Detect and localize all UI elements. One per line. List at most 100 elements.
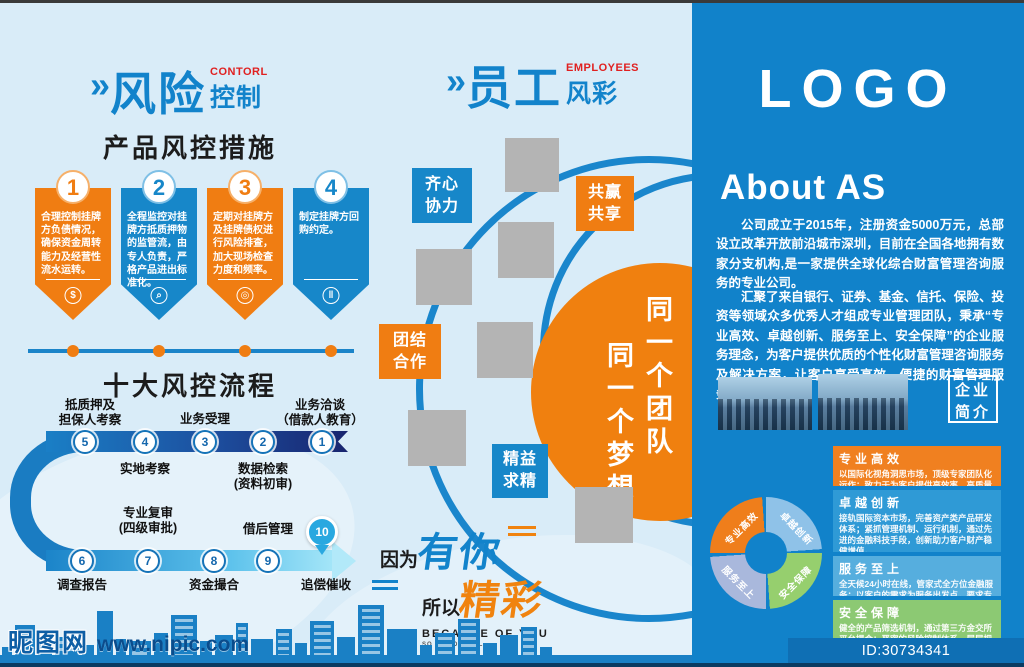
timeline-dot bbox=[325, 345, 337, 357]
flow-arrowhead-icon bbox=[332, 541, 356, 581]
flow-label-5: 抵质押及 担保人考察 bbox=[58, 398, 122, 427]
measure-text: 合理控制挂牌方负债情况，确保资金周转能力及经营性流水运转。 bbox=[41, 212, 101, 276]
feature-security: 安全保障 健全的产品筛选机制，通过第三方金交所平台撮合；严密的风险控制体系，层层… bbox=[833, 600, 1001, 640]
company-profile-badge: 企业 简介 bbox=[948, 375, 998, 423]
about-paragraph-1: 公司成立于2015年，注册资金5000万元，总部设立改革开放前沿城市深圳，目前在… bbox=[716, 218, 1004, 291]
magnifier-icon: ⌕ bbox=[150, 287, 168, 304]
flow-label-9: 借后管理 bbox=[242, 522, 293, 536]
flow-label-1: 业务洽谈 （借款人教育） bbox=[276, 398, 364, 427]
employee-panel: » 员工 EMPLOYEES 风彩 同一个团队 同一个梦想 齐心 协力 共赢 共… bbox=[370, 0, 692, 667]
flow-label-4: 实地考察 bbox=[119, 462, 170, 476]
feature-title: 卓越创新 bbox=[839, 496, 904, 510]
feature-professional: 专业高效 以国际化视角洞思市场，顶级专家团队化运作；致力于为客户提供高效率、高质… bbox=[833, 446, 1001, 486]
tag-teamwork: 团结 合作 bbox=[379, 324, 441, 379]
about-panel: LOGO About AS 公司成立于2015年，注册资金5000万元，总部设立… bbox=[692, 0, 1024, 667]
flow-label-6: 调查报告 bbox=[56, 578, 107, 592]
measure-card-3: 定期对挂牌方及挂牌债权进行风险排查，加大现场检查力度和频率。 ◎ bbox=[207, 188, 283, 320]
pinwheel-center bbox=[744, 531, 788, 575]
employee-title: 员工 bbox=[466, 62, 563, 114]
timeline-line bbox=[28, 349, 354, 353]
double-chevron-icon: » bbox=[90, 64, 110, 105]
city-photo bbox=[718, 377, 812, 430]
risk-title: 风险 bbox=[110, 68, 207, 120]
employee-photo-placeholder bbox=[477, 322, 533, 378]
frame-line bbox=[0, 0, 1024, 3]
feature-text: 全天候24小时在线，管家式全方位金融服务；以客户的需求为服务出发点，要求专业、细… bbox=[839, 579, 993, 596]
dollar-icon: $ bbox=[64, 287, 82, 304]
team-dream-slogan: 同一个团队 同一个梦想 bbox=[599, 295, 677, 506]
timeline-dot bbox=[239, 345, 251, 357]
flow-label-8: 资金撮合 bbox=[188, 578, 239, 592]
feature-text: 健全的产品筛选机制，通过第三方金交所平台撮合；严密的风险控制体系，层层把控确保客… bbox=[839, 623, 993, 640]
skyline-base bbox=[0, 655, 692, 663]
watermark-site-name: 昵图网 bbox=[8, 629, 90, 657]
slogan-line-1: 同一个团队 bbox=[642, 295, 672, 460]
flow-label-10: 追偿催收 bbox=[300, 578, 351, 592]
divider bbox=[304, 279, 358, 280]
employee-title-en: EMPLOYEES bbox=[566, 62, 639, 74]
divider bbox=[132, 279, 186, 280]
flow-label-3: 业务受理 bbox=[179, 412, 230, 426]
city-photo bbox=[818, 374, 908, 430]
employee-title-stack: EMPLOYEES 风彩 bbox=[566, 62, 639, 110]
values-pinwheel-diagram: 专业高效 卓越创新 服务至上 安全保障 bbox=[710, 497, 822, 609]
about-title: About AS bbox=[720, 168, 887, 207]
feature-text: 接轨国际资本市场，完善资产类产品研发体系；紧抓管理机制、运行机制，通过先进的金融… bbox=[839, 513, 993, 552]
measure-number-2: 2 bbox=[142, 170, 176, 204]
employee-title-sub: 风彩 bbox=[566, 80, 619, 108]
watermark: 昵图网 www.nipic.com bbox=[8, 623, 249, 659]
slogan-line-2: 同一个梦想 bbox=[603, 341, 633, 506]
flow-step-3: 3 bbox=[193, 430, 217, 454]
pause-icon: ‖ bbox=[322, 287, 340, 304]
tag-win-win: 共赢 共享 bbox=[576, 176, 634, 231]
flow-label-7: 专业复审 (四级审批) bbox=[118, 506, 178, 535]
company-logo: LOGO bbox=[758, 59, 958, 119]
measure-card-4: 制定挂牌方回购约定。 ‖ bbox=[293, 188, 369, 320]
flow-step-6: 6 bbox=[70, 549, 94, 573]
target-icon: ◎ bbox=[236, 287, 254, 304]
risk-title-stack: CONTORL 控制 bbox=[210, 66, 268, 114]
measure-text: 定期对挂牌方及挂牌债权进行风险排查，加大现场检查力度和频率。 bbox=[213, 212, 273, 276]
risk-control-header: » 风险 CONTORL 控制 bbox=[90, 58, 268, 124]
measure-number-1: 1 bbox=[56, 170, 90, 204]
slogan-so: 所以 bbox=[422, 598, 461, 619]
flow-step-4: 4 bbox=[133, 430, 157, 454]
employee-photo-placeholder bbox=[416, 249, 472, 305]
flow-step-8: 8 bbox=[202, 549, 226, 573]
divider bbox=[46, 279, 100, 280]
measure-text: 制定挂牌方回购约定。 bbox=[299, 212, 359, 237]
employee-photo-placeholder bbox=[408, 410, 466, 466]
employee-photo-placeholder bbox=[575, 487, 633, 543]
watermark-url: www.nipic.com bbox=[97, 633, 250, 656]
location-pin-icon: 10 bbox=[306, 516, 338, 548]
measure-number-3: 3 bbox=[228, 170, 262, 204]
dash-decoration bbox=[508, 526, 536, 536]
flow-step-5: 5 bbox=[73, 430, 97, 454]
flow-step-7: 7 bbox=[136, 549, 160, 573]
dash-decoration bbox=[372, 580, 398, 590]
employee-header: » 员工 EMPLOYEES 风彩 bbox=[446, 52, 639, 118]
feature-text: 以国际化视角洞思市场，顶级专家团队化运作；致力于为客户提供高效率、高质量的金融服… bbox=[839, 469, 993, 486]
slogan-because: 因为 bbox=[380, 550, 419, 571]
risk-title-en: CONTORL bbox=[210, 66, 268, 78]
stock-id-bar: ID:30734341 NO:20220210152333146104 bbox=[788, 638, 1024, 664]
flow-step-2: 2 bbox=[251, 430, 275, 454]
timeline-dot bbox=[153, 345, 165, 357]
section-title-measures: 产品风控措施 bbox=[102, 133, 277, 163]
measure-number-4: 4 bbox=[314, 170, 348, 204]
feature-service: 服务至上 全天候24小时在线，管家式全方位金融服务；以客户的需求为服务出发点，要… bbox=[833, 556, 1001, 596]
feature-title: 服务至上 bbox=[839, 562, 904, 576]
divider bbox=[218, 279, 272, 280]
tag-excellence: 精益 求精 bbox=[492, 444, 548, 498]
measure-text: 全程监控对挂牌方抵质押物的监管流，由专人负责，严格产品进出标准化。 bbox=[127, 212, 187, 289]
pinwheel-label-4: 安全保障 bbox=[777, 564, 815, 602]
double-chevron-icon: » bbox=[446, 60, 466, 101]
measure-card-2: 全程监控对挂牌方抵质押物的监管流，由专人负责，严格产品进出标准化。 ⌕ bbox=[121, 188, 197, 320]
tag-unity: 齐心 协力 bbox=[412, 168, 472, 223]
feature-innovation: 卓越创新 接轨国际资本市场，完善资产类产品研发体系；紧抓管理机制、运行机制，通过… bbox=[833, 490, 1001, 552]
employee-photo-placeholder bbox=[498, 222, 554, 278]
frame-line bbox=[0, 663, 1024, 667]
section-title-flow: 十大风控流程 bbox=[102, 371, 277, 401]
timeline-dot bbox=[67, 345, 79, 357]
